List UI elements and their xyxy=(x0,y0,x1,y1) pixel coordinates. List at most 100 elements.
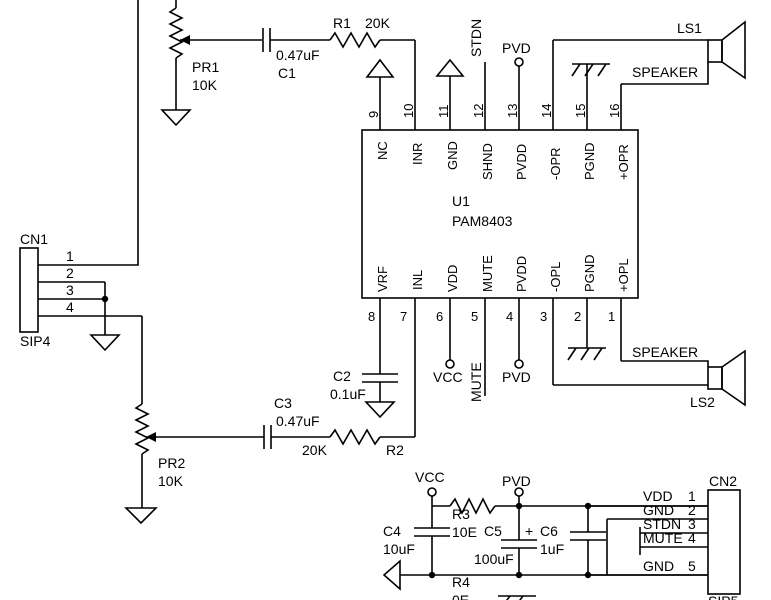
r2-ref: R2 xyxy=(386,442,404,458)
pin-name-pgnd-bottom: PGND xyxy=(582,254,597,292)
ls2-label: SPEAKER xyxy=(632,344,698,360)
pin-name-pvdd-bottom: PVDD xyxy=(514,256,529,292)
pin-num-4: 4 xyxy=(506,309,513,324)
speaker-ls1 xyxy=(707,20,746,80)
connector-cn1 xyxy=(19,247,39,333)
pr1-ref: PR1 xyxy=(192,59,219,75)
pin-num-10: 10 xyxy=(401,104,416,118)
c5-polarity: + xyxy=(525,523,533,539)
pin-name-opr-neg: -OPR xyxy=(548,148,563,181)
cn2-name-4: MUTE xyxy=(643,530,683,546)
ground-symbol-pin11 xyxy=(435,58,465,77)
c1-ref: C1 xyxy=(278,65,296,81)
r1-ref: R1 xyxy=(333,15,351,31)
r3-value: 10E xyxy=(452,524,477,540)
pin-name-opl-pos: +OPL xyxy=(616,258,631,292)
pin-num-15: 15 xyxy=(573,104,588,118)
cn2-num-5: 5 xyxy=(688,558,696,574)
pin-name-opl-neg: -OPL xyxy=(548,262,563,292)
net-label-pvd-ic-bottom: PVD xyxy=(502,369,531,385)
ls1-ref: LS1 xyxy=(677,20,702,36)
chassis-ground-bottom xyxy=(567,347,606,361)
pin-num-3: 3 xyxy=(540,309,547,324)
cn2-name-3: STDN xyxy=(643,516,681,532)
r2-value: 20K xyxy=(302,442,328,458)
pot-pr2-zigzag xyxy=(134,403,150,455)
pr1-value: 10K xyxy=(192,77,218,93)
c1-value: 0.47uF xyxy=(276,47,320,63)
connector-cn2 xyxy=(707,489,741,595)
pvd-terminal-ic-bottom xyxy=(514,359,524,369)
cn2-name-5: GND xyxy=(643,558,674,574)
ic-u1-part: PAM8403 xyxy=(452,213,513,229)
pin-num-7: 7 xyxy=(400,309,407,324)
cn1-type: SIP4 xyxy=(20,333,51,349)
pin-name-inl: INL xyxy=(410,270,425,290)
ic-bottom-pin-stubs xyxy=(379,298,622,437)
pin-num-11: 11 xyxy=(436,105,451,119)
nc-triangle-symbol xyxy=(365,58,395,78)
pin-name-opr-pos: +OPR xyxy=(616,144,631,180)
chassis-ground-top xyxy=(571,63,610,77)
c5-value: 100uF xyxy=(474,551,514,567)
net-label-pvd-power: PVD xyxy=(502,473,531,489)
junction-cn1 xyxy=(101,295,109,303)
cn2-num-3: 3 xyxy=(688,516,696,532)
pin-num-5: 5 xyxy=(471,309,478,324)
cn2-name-2: GND xyxy=(643,502,674,518)
pin-name-gnd-top: GND xyxy=(445,141,460,170)
ls2-ref: LS2 xyxy=(690,394,715,410)
ground-symbol-c2 xyxy=(364,401,396,419)
pin-num-6: 6 xyxy=(436,309,443,324)
r4-ref: R4 xyxy=(452,574,470,590)
pr1-wiper-arrow xyxy=(180,35,190,45)
cn2-type: SIP5 xyxy=(708,593,739,600)
speaker-ls2 xyxy=(707,349,746,407)
c4-ref: C4 xyxy=(383,523,401,539)
pin-num-16: 16 xyxy=(607,104,622,118)
r4-value: 0E xyxy=(452,592,469,600)
ls1-label: SPEAKER xyxy=(632,64,698,80)
net-label-vcc-power: VCC xyxy=(415,469,445,485)
cn1-pin-1: 1 xyxy=(66,248,74,264)
c5-ref: C5 xyxy=(484,523,502,539)
cn1-ref: CN1 xyxy=(20,231,48,247)
pin-num-9: 9 xyxy=(366,111,381,118)
resistor-r2 xyxy=(329,428,381,446)
pin-name-inr: INR xyxy=(410,143,425,165)
net-label-mute: MUTE xyxy=(468,362,484,402)
pin-num-14: 14 xyxy=(539,104,554,118)
cn2-num-2: 2 xyxy=(688,502,696,518)
pvd-terminal-top xyxy=(514,57,524,67)
resistor-r1 xyxy=(329,31,381,49)
pin-name-mute: MUTE xyxy=(480,255,495,292)
r3-ref: R3 xyxy=(452,506,470,522)
chassis-ground-power xyxy=(498,595,536,600)
cn2-num-4: 4 xyxy=(688,530,696,546)
c2-value: 0.1uF xyxy=(330,386,366,402)
ground-symbol-pr1 xyxy=(160,109,192,127)
pin-name-nc: NC xyxy=(375,141,390,160)
c3-ref: C3 xyxy=(274,395,292,411)
pr2-wiper-arrow xyxy=(146,432,156,442)
r1-value: 20K xyxy=(365,15,391,31)
pin-num-1: 1 xyxy=(608,309,615,324)
pvd-terminal-power xyxy=(514,487,524,497)
pr2-value: 10K xyxy=(158,473,184,489)
cn1-pin-2: 2 xyxy=(66,265,74,281)
net-label-vcc-ic: VCC xyxy=(433,369,463,385)
pin-num-8: 8 xyxy=(368,309,375,324)
junction-gnd-1 xyxy=(428,571,436,579)
pot-pr1-zigzag xyxy=(168,7,184,59)
ic-u1-body xyxy=(361,129,639,299)
pin-name-pvdd-top: PVDD xyxy=(514,144,529,180)
ic-u1-ref: U1 xyxy=(452,193,470,209)
c6-value: 1uF xyxy=(540,541,564,557)
cn1-pin-3: 3 xyxy=(66,282,74,298)
c2-ref: C2 xyxy=(333,368,351,384)
pin-num-12: 12 xyxy=(471,104,486,118)
pin-name-pgnd-top: PGND xyxy=(582,142,597,180)
vcc-terminal-ic xyxy=(445,359,455,369)
c4-value: 10uF xyxy=(383,541,415,557)
